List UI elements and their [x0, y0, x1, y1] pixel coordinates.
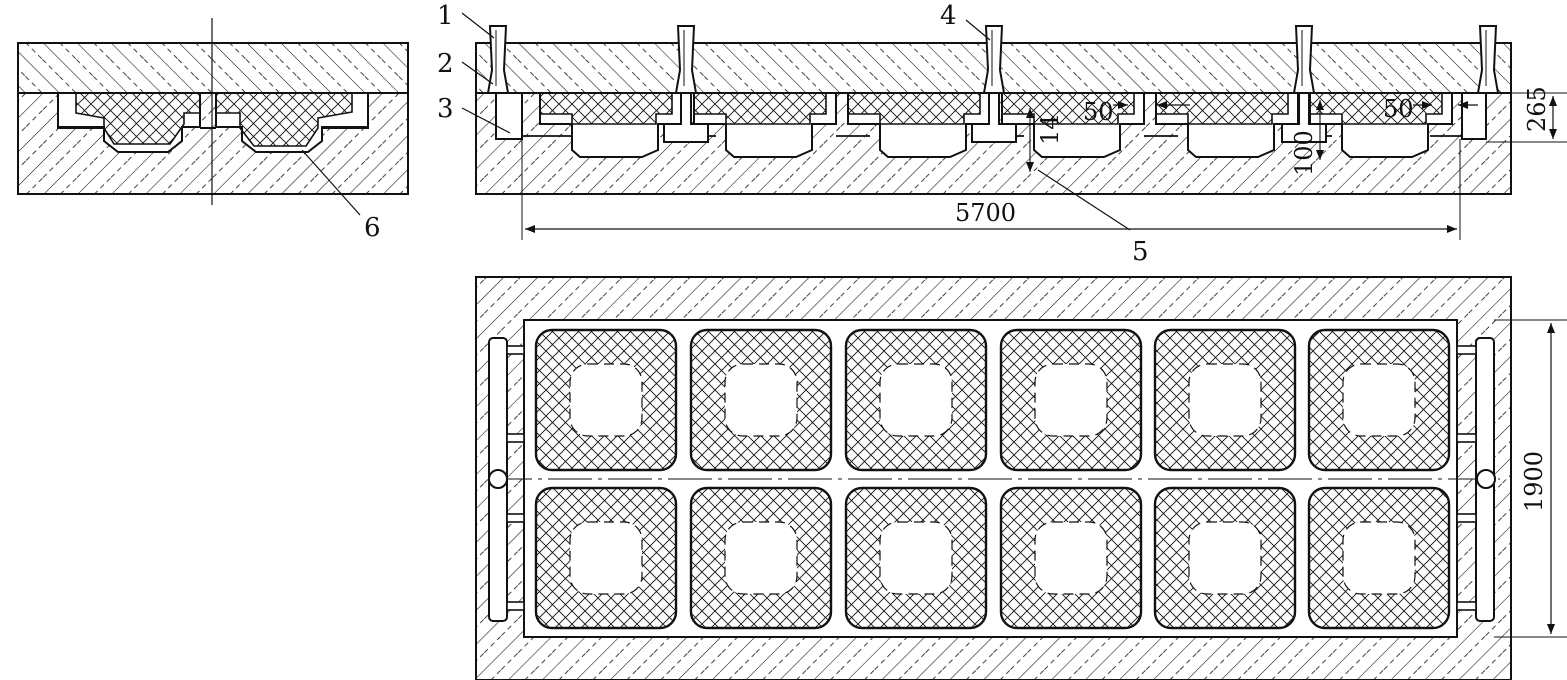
front-casting-5: [1155, 92, 1289, 125]
plan-core-8: [724, 521, 798, 595]
plan-core-5: [1188, 363, 1262, 437]
plan-casting-grid: [534, 328, 1451, 630]
front-casting-2: [693, 92, 827, 125]
plan-gate-right-4: [1456, 601, 1477, 611]
plan-core-11: [1188, 521, 1262, 595]
plan-core-12: [1342, 521, 1416, 595]
plan-gate-right-2: [1456, 433, 1477, 443]
dim-step-label: 100: [1290, 130, 1318, 176]
side-section-view: 6: [17, 18, 409, 243]
plan-gate-right-3: [1456, 513, 1477, 523]
plan-gate-left-3: [506, 513, 525, 523]
side-runner: [57, 93, 369, 129]
plan-core-4: [1034, 363, 1108, 437]
front-casting-4: [1001, 92, 1135, 125]
sprue-5: [1476, 25, 1500, 94]
side-cavity-left: [57, 92, 201, 153]
callout-6: 6: [364, 213, 381, 243]
sprue-1: [486, 25, 510, 94]
dim-gap-b-label: 50: [1383, 95, 1414, 123]
plan-core-7: [569, 521, 643, 595]
sprue-2: [674, 25, 698, 94]
plan-core-10: [1034, 521, 1108, 595]
plan-core-2: [724, 363, 798, 437]
plan-gate-set: [506, 345, 1477, 611]
callout-leader-3: [461, 107, 511, 134]
plan-gate-left-4: [506, 601, 525, 611]
callout-3: 3: [437, 94, 454, 124]
front-sprue-row: [486, 25, 1500, 143]
plan-core-1: [569, 363, 643, 437]
front-dimensions: 5700 265 50 50 14 100: [521, 86, 1567, 240]
plan-gate-left-1: [506, 345, 525, 355]
plan-core-9: [879, 521, 953, 595]
callout-2: 2: [437, 49, 454, 79]
plan-core-6: [1342, 363, 1416, 437]
dim-gap-a-label: 50: [1083, 98, 1114, 126]
dim-length-label: 5700: [955, 199, 1016, 227]
callout-leader-4: [965, 19, 991, 41]
plan-gate-right-1: [1456, 345, 1477, 355]
sprue-4: [1292, 25, 1316, 94]
front-section-view: [475, 25, 1512, 195]
callout-leader-5: [1037, 169, 1131, 231]
side-cavity-right: [215, 92, 369, 153]
dim-depth-label: 265: [1523, 86, 1551, 132]
sprue-3: [982, 25, 1006, 94]
callout-leader-1: [461, 12, 495, 39]
callout-leader-6: [301, 149, 361, 216]
front-end-runner-left: [495, 92, 523, 140]
front-end-runner-right: [1461, 92, 1487, 140]
front-casting-1: [539, 92, 673, 125]
plan-gate-left-2: [506, 433, 525, 443]
callout-1: 1: [437, 1, 454, 31]
plan-sprue-left: [488, 469, 508, 489]
gate-tee-3: [1281, 92, 1327, 143]
gate-tee-1: [663, 92, 709, 143]
gate-tee-2: [971, 92, 1017, 143]
dim-wall-label: 14: [1036, 114, 1064, 145]
dim-width-label: 1900: [1520, 451, 1548, 512]
callout-4: 4: [940, 1, 957, 31]
plan-view: 1900: [475, 276, 1567, 680]
callout-leader-2: [461, 61, 494, 85]
side-cope: [17, 42, 409, 94]
front-casting-3: [847, 92, 981, 125]
front-cavity-row: [522, 92, 1462, 158]
callout-5: 5: [1132, 237, 1149, 267]
front-callouts: 1 2 3 4 5: [437, 1, 1149, 267]
plan-sprue-right: [1476, 469, 1496, 489]
plan-core-3: [879, 363, 953, 437]
